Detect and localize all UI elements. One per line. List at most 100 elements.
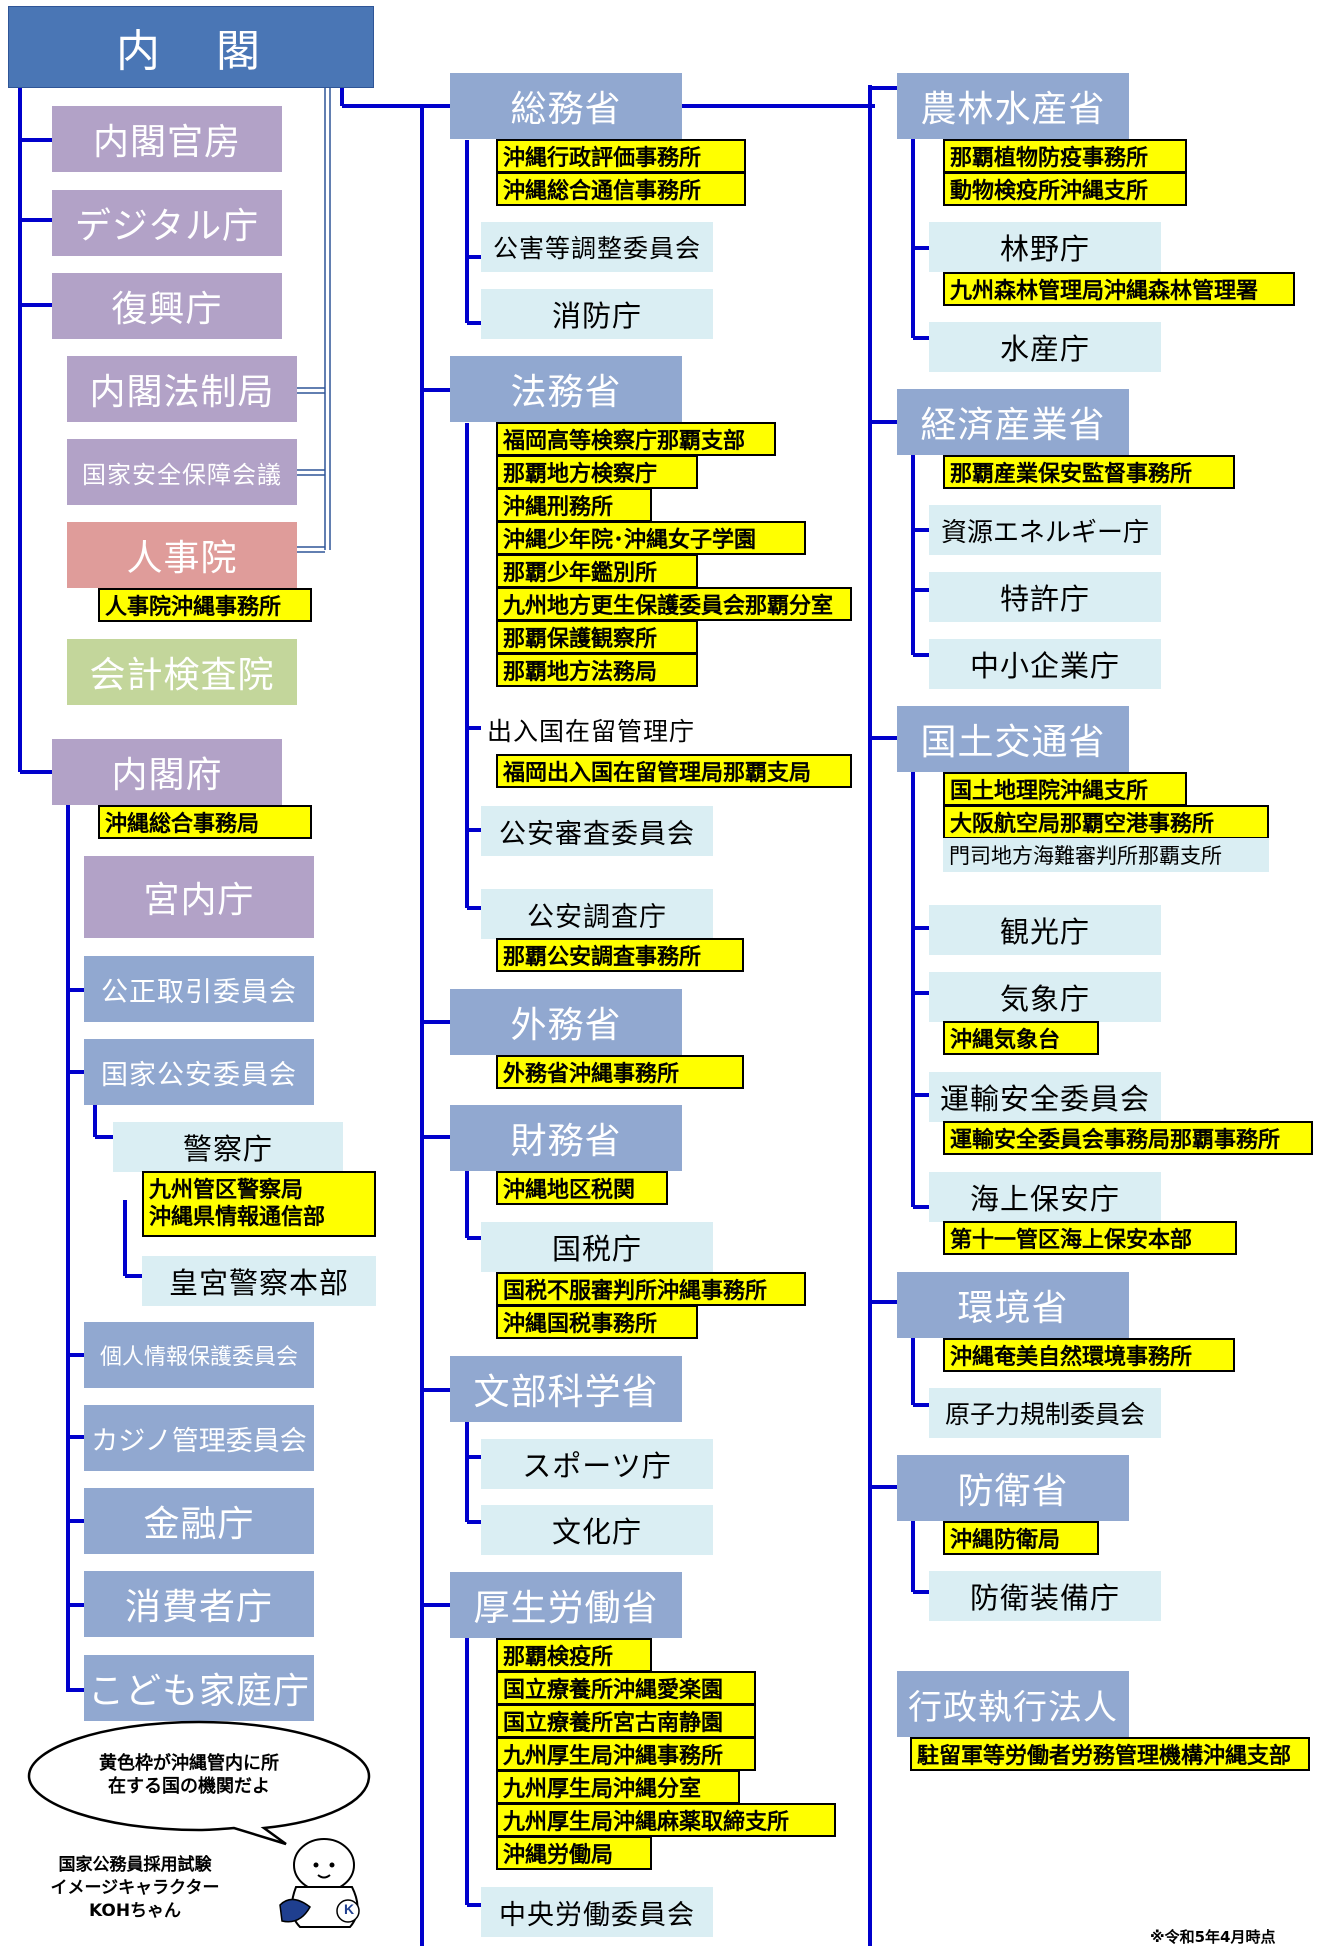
box-unyu-anzen: 運輸安全委員会 bbox=[929, 1072, 1161, 1122]
box-casino: カジノ管理委員会 bbox=[84, 1405, 314, 1471]
label-kishocho: 気象庁 bbox=[999, 982, 1090, 1016]
label-boeisho: 防衛省 bbox=[957, 1471, 1069, 1512]
box-zaimusho: 財務省 bbox=[450, 1105, 682, 1171]
label-norin-1: 動物検疫所沖縄支所 bbox=[950, 179, 1149, 204]
box-jinjiin: 人事院 bbox=[67, 522, 297, 588]
label-kainan: 門司地方海難審判所那覇支所 bbox=[949, 844, 1222, 868]
label-bunkacho: 文化庁 bbox=[551, 1515, 642, 1549]
box-digital: デジタル庁 bbox=[52, 190, 282, 256]
box-kinyucho: 金融庁 bbox=[84, 1488, 314, 1554]
office-kaiho: 第十一管区海上保安本部 bbox=[943, 1221, 1237, 1255]
mascot-caption: 国家公務員採用試験 イメージキャラクター KOHちゃん bbox=[50, 1855, 220, 1921]
label-zaimu-office: 沖縄地区税関 bbox=[503, 1178, 636, 1203]
box-gyosei-shikko: 行政執行法人 bbox=[897, 1671, 1129, 1737]
office-homu-0: 福岡高等検察庁那覇支部 bbox=[496, 422, 776, 456]
label-gaimusho: 外務省 bbox=[510, 1005, 622, 1046]
bubble-text: 黄色枠が沖縄管内に所 在する国の機関だよ bbox=[99, 1753, 279, 1797]
label-churyugun: 駐留軍等労働者労務管理機構沖縄支部 bbox=[917, 1744, 1292, 1769]
label-naikaku-kanbo: 内閣官房 bbox=[92, 122, 241, 163]
cabinet-header: 内 閣 bbox=[8, 6, 374, 88]
label-homu-1: 那覇地方検察庁 bbox=[503, 462, 658, 487]
box-shohishacho: 消費者庁 bbox=[84, 1571, 314, 1637]
label-genshiryoku: 原子力規制委員会 bbox=[944, 1400, 1145, 1429]
office-homu-1: 那覇地方検察庁 bbox=[496, 455, 698, 489]
box-shobocho: 消防庁 bbox=[481, 289, 713, 339]
box-norinsuisan: 農林水産省 bbox=[897, 73, 1129, 139]
office-rinya: 九州森林管理局沖縄森林管理署 bbox=[943, 272, 1295, 306]
label-norin-0: 那覇植物防疫事務所 bbox=[950, 146, 1149, 171]
label-jinjiin-okinawa: 人事院沖縄事務所 bbox=[105, 595, 282, 620]
label-anzen-hosho: 国家安全保障会議 bbox=[82, 460, 282, 489]
label-chuo-rodo: 中央労働委員会 bbox=[499, 1899, 695, 1931]
label-rinya-office: 九州森林管理局沖縄森林管理署 bbox=[950, 279, 1259, 304]
office-kosei-3: 九州厚生局沖縄事務所 bbox=[496, 1737, 756, 1771]
label-kinyucho: 金融庁 bbox=[143, 1504, 255, 1545]
box-kaijo-hoan: 海上保安庁 bbox=[929, 1172, 1161, 1222]
box-kunaicho: 宮内庁 bbox=[84, 856, 314, 938]
box-chuo-rodo: 中央労働委員会 bbox=[481, 1887, 713, 1937]
label-homu-4: 那覇少年鑑別所 bbox=[503, 561, 658, 586]
label-monkasho: 文部科学省 bbox=[473, 1372, 659, 1413]
box-kotori: 公正取引委員会 bbox=[84, 956, 314, 1022]
label-gaimu-office: 外務省沖縄事務所 bbox=[503, 1062, 680, 1087]
box-rinyacho: 林野庁 bbox=[929, 222, 1161, 272]
label-tokkyocho: 特許庁 bbox=[999, 582, 1090, 616]
speech-bubble bbox=[27, 1720, 371, 1846]
box-gaimusho: 外務省 bbox=[450, 989, 682, 1055]
label-homu-6: 那覇保護観察所 bbox=[503, 627, 658, 652]
label-kokudokotsu: 国土交通省 bbox=[920, 722, 1106, 763]
label-kunaicho: 宮内庁 bbox=[143, 880, 255, 921]
label-koan-chosa: 公安調査庁 bbox=[527, 901, 667, 933]
office-kisho: 沖縄気象台 bbox=[943, 1021, 1099, 1055]
box-kodomo: こども家庭庁 bbox=[84, 1655, 314, 1721]
office-boei: 沖縄防衛局 bbox=[943, 1521, 1099, 1555]
label-keisan-office: 那覇産業保安監督事務所 bbox=[950, 462, 1193, 487]
label-kojin-joho: 個人情報保護委員会 bbox=[99, 1345, 298, 1370]
label-kosei-3: 九州厚生局沖縄事務所 bbox=[503, 1744, 724, 1769]
office-kosei-5: 九州厚生局沖縄麻薬取締支所 bbox=[496, 1803, 836, 1837]
label-somusho: 総務省 bbox=[510, 89, 622, 130]
label-nyukan-box: 出入国在留管理庁 bbox=[481, 710, 721, 750]
label-kogai: 公害等調整委員会 bbox=[492, 234, 701, 263]
label-kokudo-1: 大阪航空局那覇空港事務所 bbox=[950, 812, 1215, 837]
office-unyu: 運輸安全委員会事務局那覇事務所 bbox=[943, 1121, 1313, 1155]
label-kotori: 公正取引委員会 bbox=[101, 976, 297, 1008]
box-shigen: 資源エネルギー庁 bbox=[929, 505, 1161, 555]
label-koan-shinsa: 公安審査委員会 bbox=[499, 818, 695, 850]
box-keisatsucho: 警察庁 bbox=[113, 1122, 343, 1172]
office-kokuzei-0: 国税不服審判所沖縄事務所 bbox=[496, 1272, 806, 1306]
label-gyosei-shikko: 行政執行法人 bbox=[908, 1687, 1118, 1728]
label-kokuzei-1: 沖縄国税事務所 bbox=[503, 1312, 658, 1337]
office-keisan: 那覇産業保安監督事務所 bbox=[943, 455, 1235, 489]
box-somusho: 総務省 bbox=[450, 73, 682, 139]
label-fukko: 復興庁 bbox=[111, 289, 223, 330]
box-kokudokotsu: 国土交通省 bbox=[897, 706, 1129, 772]
mascot-koh-icon bbox=[279, 1838, 360, 1928]
office-zaimu: 沖縄地区税関 bbox=[496, 1171, 668, 1205]
label-jinjiin: 人事院 bbox=[126, 538, 238, 579]
office-homu-2: 沖縄刑務所 bbox=[496, 488, 652, 522]
label-homu-5: 九州地方更生保護委員会那覇分室 bbox=[503, 594, 834, 619]
office-nyukan: 福岡出入国在留管理局那覇支局 bbox=[496, 754, 852, 788]
label-kokka-koan: 国家公安委員会 bbox=[101, 1059, 297, 1091]
office-homu-7: 那覇地方法務局 bbox=[496, 653, 698, 687]
office-kokudo-1: 大阪航空局那覇空港事務所 bbox=[943, 805, 1269, 839]
label-naikakufu: 内閣府 bbox=[111, 755, 223, 796]
label-shohishacho: 消費者庁 bbox=[124, 1587, 273, 1628]
label-kokudo-0: 国土地理院沖縄支所 bbox=[950, 779, 1149, 804]
label-unyu-office: 運輸安全委員会事務局那覇事務所 bbox=[950, 1128, 1281, 1153]
box-boei-sobi: 防衛装備庁 bbox=[929, 1571, 1161, 1621]
label-suisancho: 水産庁 bbox=[999, 332, 1090, 366]
box-kaikei-kensain: 会計検査院 bbox=[67, 639, 297, 705]
box-naikaku-kanbo: 内閣官房 bbox=[52, 106, 282, 172]
label-norinsuisan: 農林水産省 bbox=[920, 89, 1106, 130]
label-kosei-1: 国立療養所沖縄愛楽園 bbox=[503, 1678, 724, 1703]
office-kosei-0: 那覇検疫所 bbox=[496, 1638, 652, 1672]
label-koseirodo: 厚生労働省 bbox=[473, 1588, 659, 1629]
office-okinawa-sogo: 沖縄総合事務局 bbox=[98, 805, 312, 839]
box-koseirodo: 厚生労働省 bbox=[450, 1572, 682, 1638]
label-kaiho-office: 第十一管区海上保安本部 bbox=[950, 1228, 1193, 1253]
label-kogu-keisatsu: 皇宮警察本部 bbox=[168, 1266, 349, 1300]
